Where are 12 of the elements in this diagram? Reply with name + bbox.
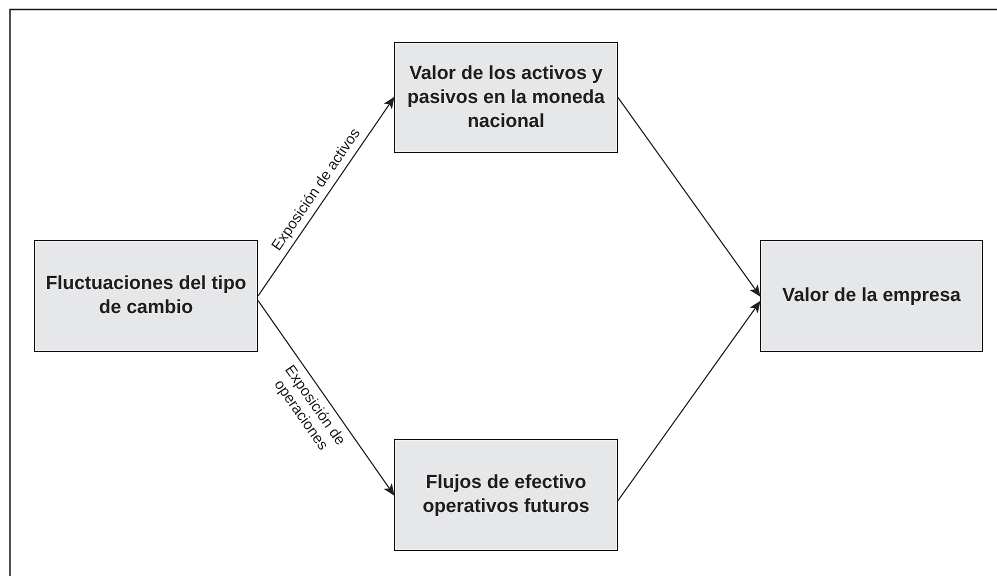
process-box <box>34 240 258 352</box>
arrow <box>618 300 761 501</box>
node-label: Flujos de efectivo operativos futuros <box>422 471 590 519</box>
node-label: Valor de los activos y pasivos en la moneda nacional <box>406 62 606 134</box>
process-box <box>394 439 618 551</box>
arrow <box>258 96 395 296</box>
node-label: Fluctuaciones del tipo de cambio <box>44 272 248 320</box>
arrow <box>258 300 395 496</box>
node-label: Valor de la empresa <box>781 284 962 308</box>
process-box <box>394 42 618 153</box>
process-box <box>760 240 983 352</box>
arrow <box>618 97 761 297</box>
